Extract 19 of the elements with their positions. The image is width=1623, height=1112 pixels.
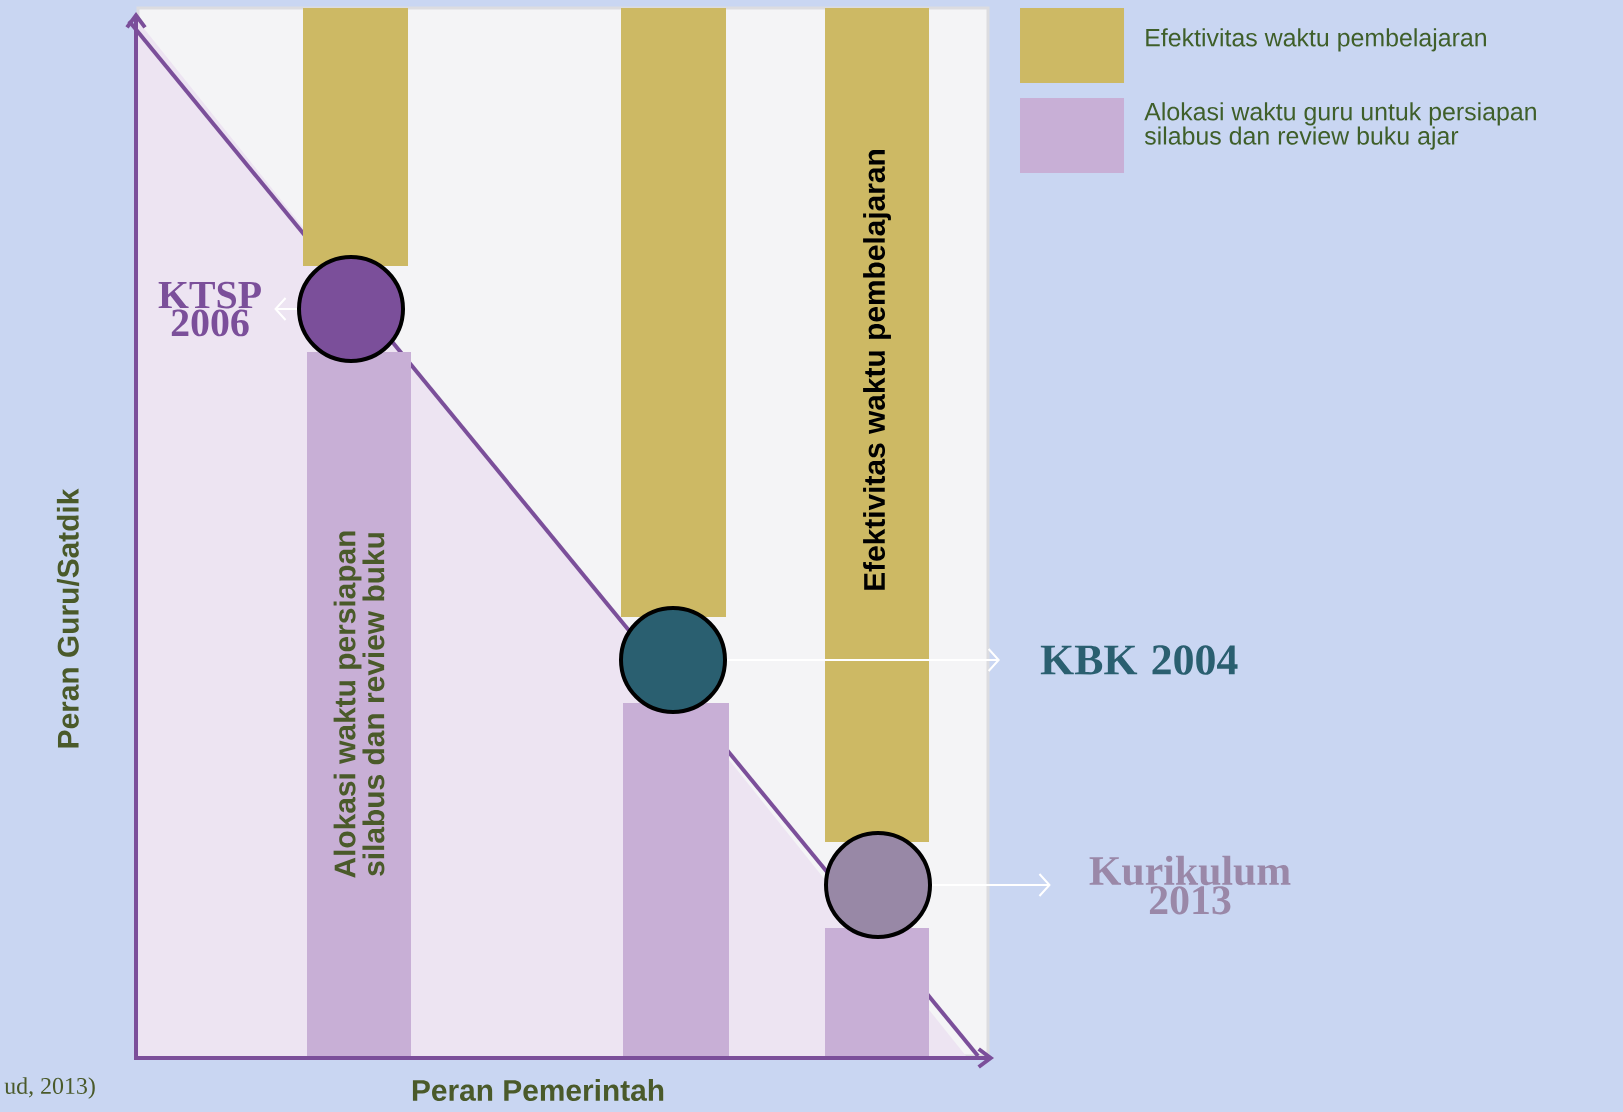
axis-label: Peran Guru/Satdik <box>56 488 80 748</box>
circle-marker <box>619 606 727 714</box>
bar: Alokasi waktu persiapan silabus dan review buku <box>307 352 411 1056</box>
circle-marker <box>297 255 405 363</box>
legend-text: Efektivitas waktu pembelajaran <box>1146 28 1486 52</box>
legend-text: Alokasi waktu guru untuk persiapan silabus dan review buku ajar <box>1144 102 1536 150</box>
axis-label: Peran Pemerintah <box>412 1079 664 1101</box>
bar <box>621 8 726 617</box>
bar <box>303 8 408 266</box>
arrow <box>931 873 1051 897</box>
bar <box>623 703 729 1058</box>
bar-text: Efektivitas waktu pembelajaran <box>863 150 891 590</box>
curriculum-label: KTSP 2006 <box>158 281 261 337</box>
source-note: ud, 2013) <box>4 1077 95 1099</box>
curriculum-label: KBK 2004 <box>1040 645 1238 675</box>
curriculum-label: Kurikulum 2013 <box>1089 855 1291 915</box>
arrow <box>726 648 1000 672</box>
bar <box>825 928 929 1056</box>
circle-marker <box>824 831 932 939</box>
